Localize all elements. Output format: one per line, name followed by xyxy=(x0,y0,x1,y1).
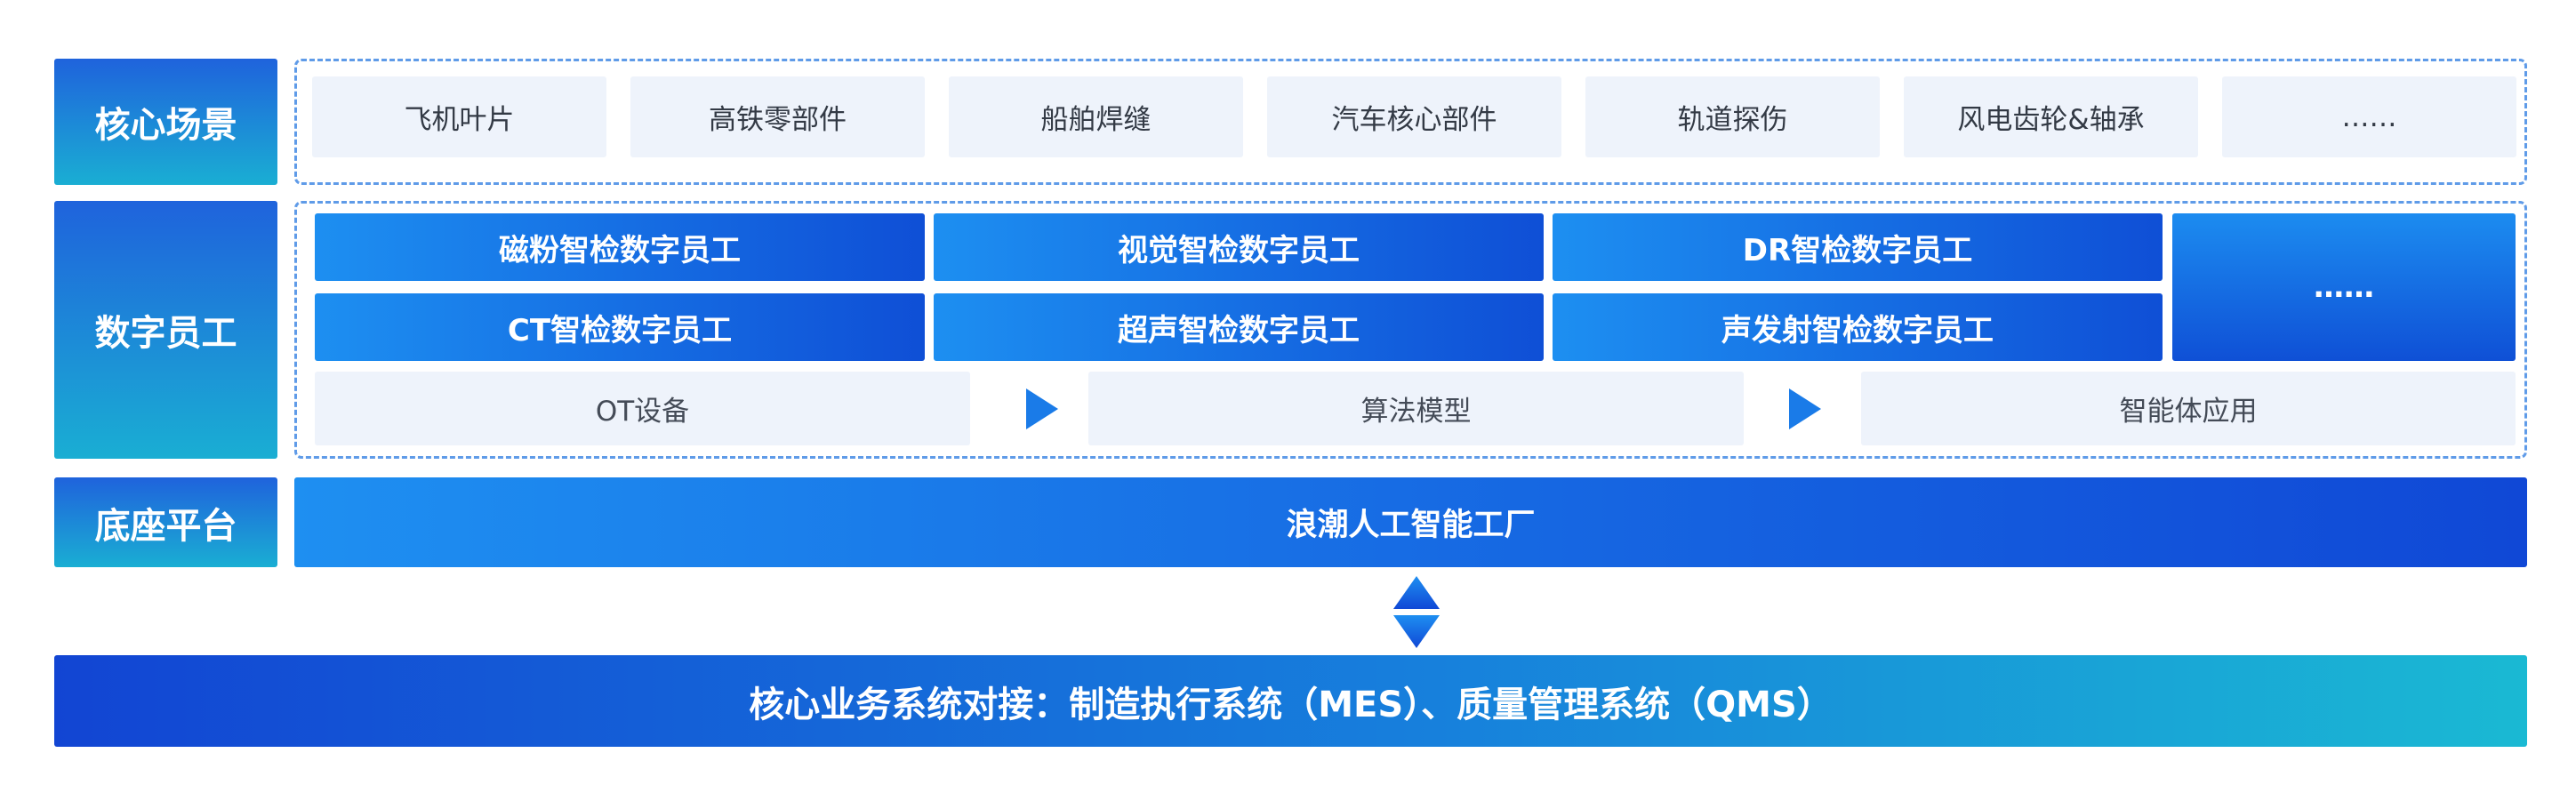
scenario-item: 风电齿轮&轴承 xyxy=(1904,76,2198,157)
digital-employee-more: …… xyxy=(2172,213,2516,361)
flow-agent-application: 智能体应用 xyxy=(1861,372,2516,445)
digital-employee-ultrasonic: 超声智检数字员工 xyxy=(934,293,1544,361)
category-label-scenarios: 核心场景 xyxy=(54,59,277,185)
flow-arrow-icon xyxy=(1787,387,1823,431)
platform-bar: 浪潮人工智能工厂 xyxy=(294,477,2527,567)
scenario-item-more: …… xyxy=(2222,76,2516,157)
scenario-item: 飞机叶片 xyxy=(312,76,606,157)
digital-employee-magnetic: 磁粉智检数字员工 xyxy=(315,213,925,281)
scenario-item: 船舶焊缝 xyxy=(949,76,1243,157)
core-systems-integration-bar: 核心业务系统对接：制造执行系统（MES）、质量管理系统（QMS） xyxy=(54,655,2527,747)
scenario-item: 汽车核心部件 xyxy=(1267,76,1561,157)
category-label-digital-employees: 数字员工 xyxy=(54,201,277,459)
bidirectional-arrow-icon xyxy=(1392,576,1440,649)
category-label-platform: 底座平台 xyxy=(54,477,277,567)
scenario-item: 轨道探伤 xyxy=(1585,76,1880,157)
digital-employee-vision: 视觉智检数字员工 xyxy=(934,213,1544,281)
digital-employee-dr: DR智检数字员工 xyxy=(1553,213,2163,281)
scenarios-frame xyxy=(294,59,2527,185)
digital-employees-frame xyxy=(294,201,2527,459)
flow-ot-device: OT设备 xyxy=(315,372,970,445)
flow-arrow-icon xyxy=(1024,387,1060,431)
flow-algorithm-model: 算法模型 xyxy=(1088,372,1744,445)
scenario-item: 高铁零部件 xyxy=(630,76,925,157)
digital-employee-ct: CT智检数字员工 xyxy=(315,293,925,361)
digital-employee-acoustic: 声发射智检数字员工 xyxy=(1553,293,2163,361)
